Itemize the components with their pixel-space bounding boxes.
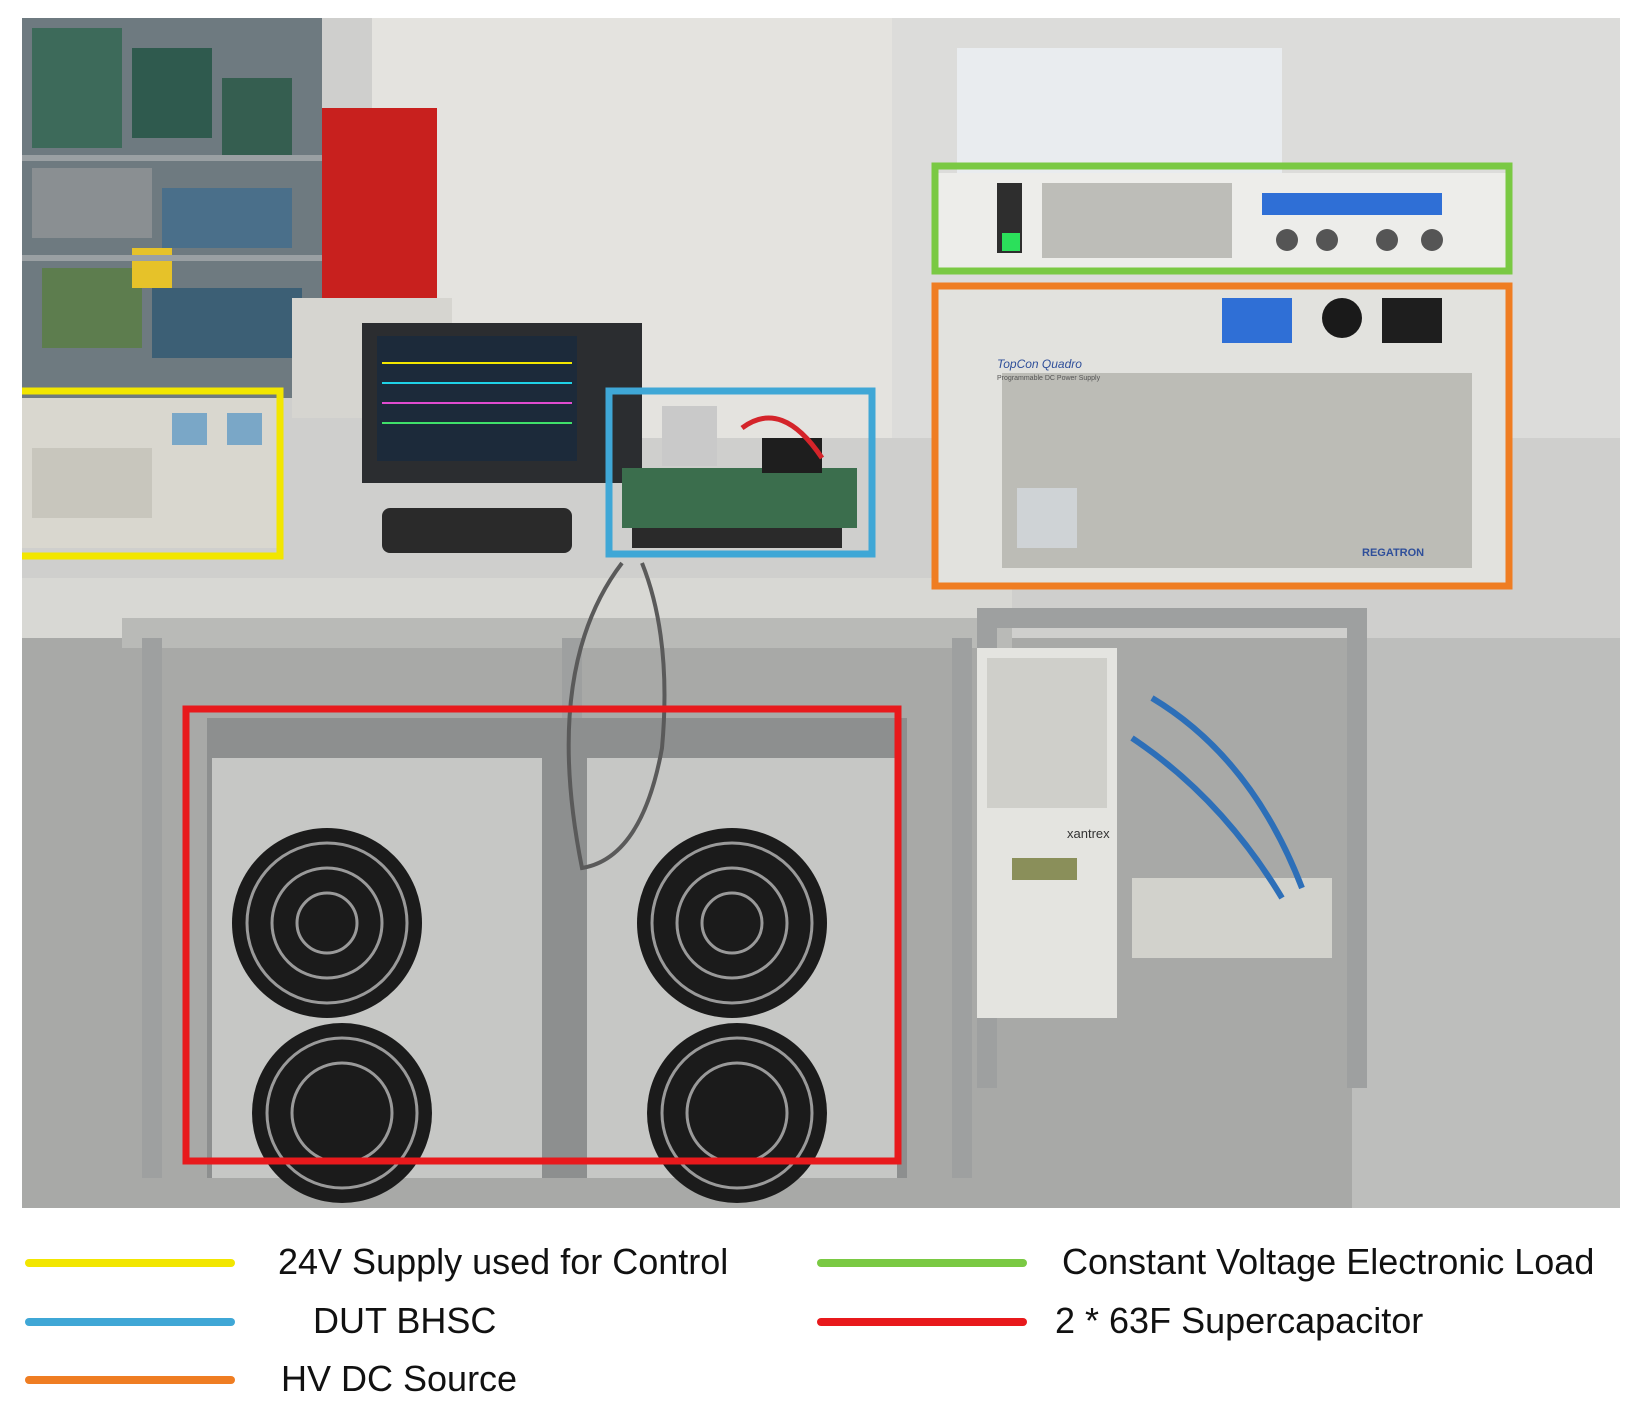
legend-line-orange xyxy=(25,1376,235,1384)
blue-annotation-box xyxy=(605,387,876,558)
lab-setup-photo: TopCon Quadro Programmable DC Power Supp… xyxy=(22,18,1620,1208)
lab-photo-drawing: TopCon Quadro Programmable DC Power Supp… xyxy=(22,18,1620,1208)
legend-line-yellow xyxy=(25,1259,235,1267)
legend-label-yellow: 24V Supply used for Control xyxy=(278,1241,729,1282)
electronics-rack xyxy=(22,18,322,398)
topcon-sub-label: Programmable DC Power Supply xyxy=(997,375,1101,382)
oscilloscope xyxy=(362,323,642,483)
probe-box xyxy=(382,508,572,553)
charge-controller: xantrex xyxy=(977,648,1117,1018)
fan-icon xyxy=(232,828,422,1018)
legend-line-green xyxy=(817,1259,1027,1267)
legend-label-blue: DUT BHSC xyxy=(313,1300,497,1341)
legend-label-green: Constant Voltage Electronic Load xyxy=(1062,1241,1595,1282)
supercapacitor-bank xyxy=(207,718,907,1203)
laptop-screen xyxy=(957,48,1282,173)
orange-annotation-box xyxy=(931,282,1513,590)
breakers xyxy=(1132,878,1332,958)
electronic-load xyxy=(932,173,1512,268)
green-annotation-box xyxy=(931,162,1513,275)
fan-icon xyxy=(252,1023,432,1203)
fan-icon xyxy=(647,1023,827,1203)
regatron-label: REGATRON xyxy=(1362,547,1424,559)
control-supply xyxy=(22,398,277,548)
legend-line-red xyxy=(817,1318,1027,1326)
fan-icon xyxy=(637,828,827,1018)
yellow-annotation-box xyxy=(22,387,284,560)
legend-label-red: 2 * 63F Supercapacitor xyxy=(1055,1300,1424,1341)
topcon-label: TopCon Quadro xyxy=(997,357,1082,371)
xantrex-label: xantrex xyxy=(1067,826,1110,841)
red-annotation-box xyxy=(182,705,902,1165)
hv-dc-source: TopCon Quadro Programmable DC Power Supp… xyxy=(932,288,1512,588)
legend-label-orange: HV DC Source xyxy=(281,1358,518,1399)
red-cabinet xyxy=(322,108,437,308)
dut-board xyxy=(622,406,857,548)
legend-line-blue xyxy=(25,1318,235,1326)
